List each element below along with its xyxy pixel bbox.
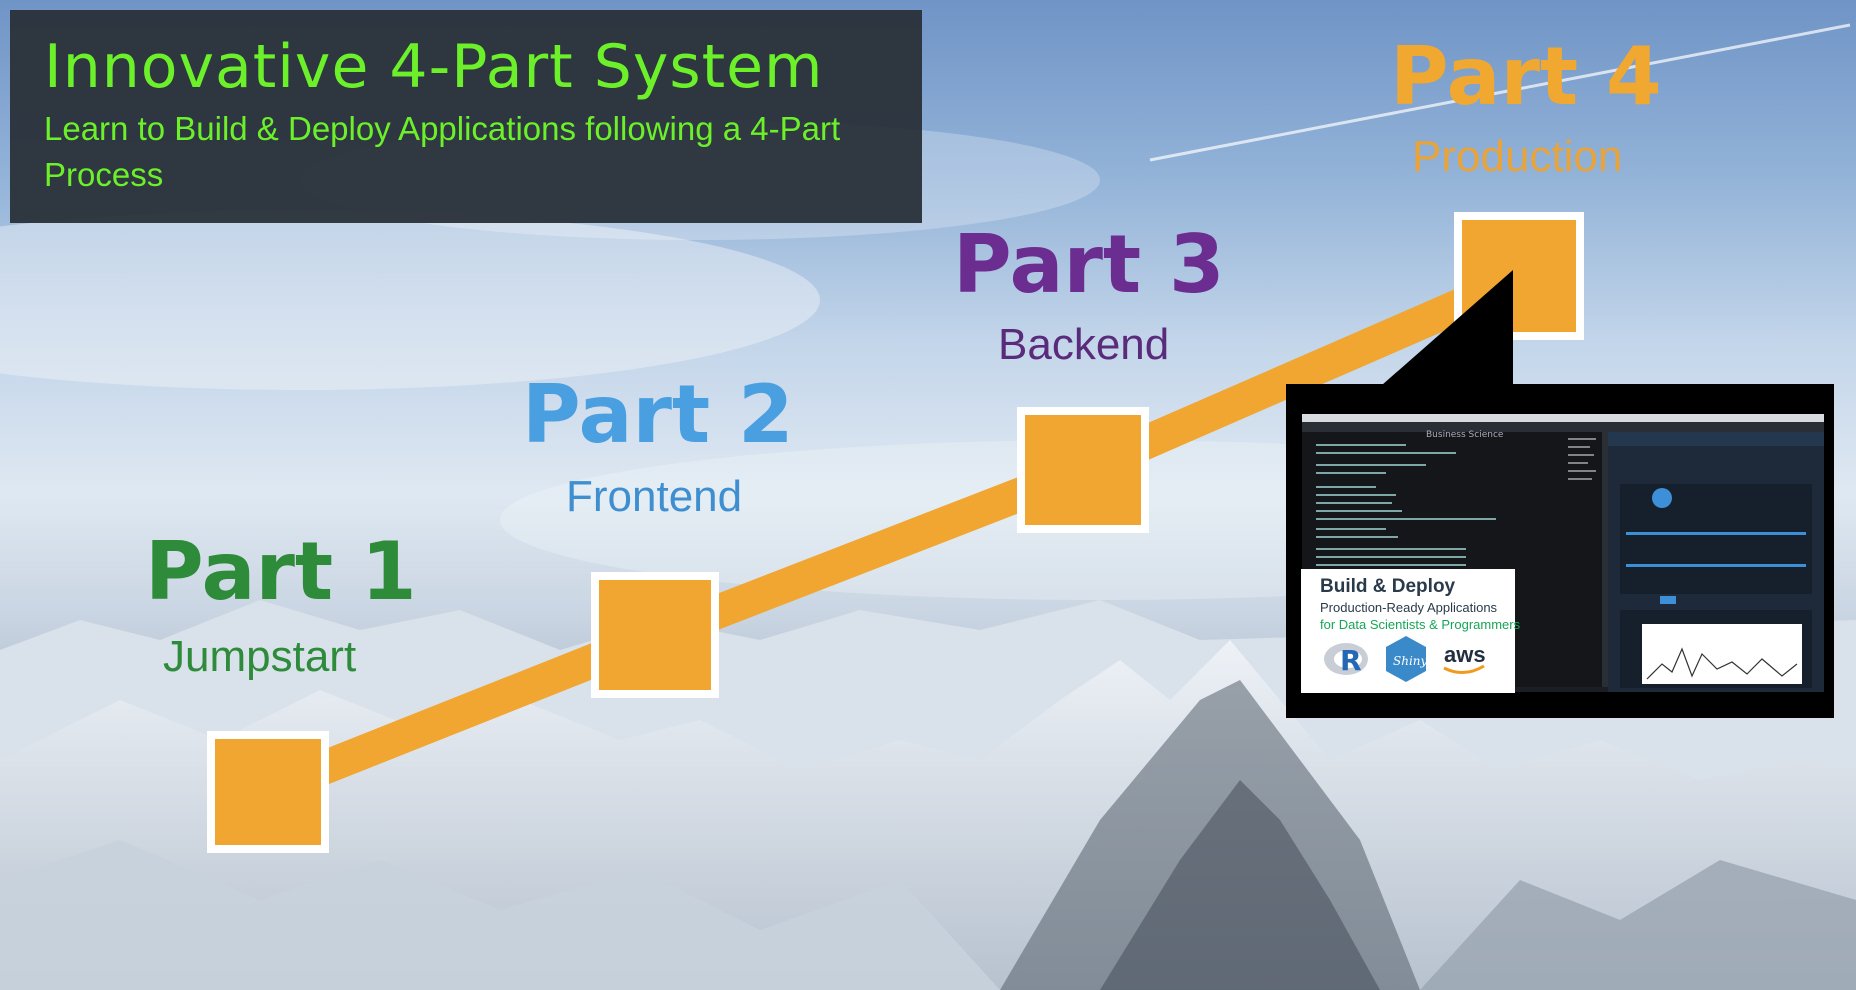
svg-text:aws: aws (1444, 642, 1486, 667)
badge-line-2: for Data Scientists & Programmers (1320, 617, 1521, 632)
shiny-logo: Shiny (1386, 636, 1428, 682)
r-logo: R (1324, 643, 1368, 677)
part-2-subtitle: Frontend (566, 472, 743, 521)
svg-text:R: R (1340, 644, 1362, 677)
part-3-subtitle: Backend (998, 320, 1170, 369)
part-1-title: Part 1 (145, 525, 417, 618)
title-panel (10, 10, 922, 223)
badge-title: Build & Deploy (1320, 576, 1456, 597)
part-1-subtitle: Jumpstart (163, 632, 357, 681)
part-2-title: Part 2 (522, 368, 794, 461)
badge-line-1: Production-Ready Applications (1320, 600, 1498, 615)
app-heading: Business Science (1426, 430, 1504, 440)
part-3-title: Part 3 (953, 218, 1225, 311)
aws-logo: aws (1443, 642, 1486, 674)
part-4-title: Part 4 (1390, 30, 1662, 123)
part-4-subtitle: Production (1412, 132, 1623, 181)
logos: R Shiny aws (1324, 636, 1486, 682)
page-title: Innovative 4-Part System (44, 32, 824, 102)
progress-line (251, 258, 1547, 807)
page-subtitle: Learn to Build & Deploy Applications fol… (44, 110, 841, 193)
svg-text:Shiny: Shiny (1393, 654, 1428, 668)
